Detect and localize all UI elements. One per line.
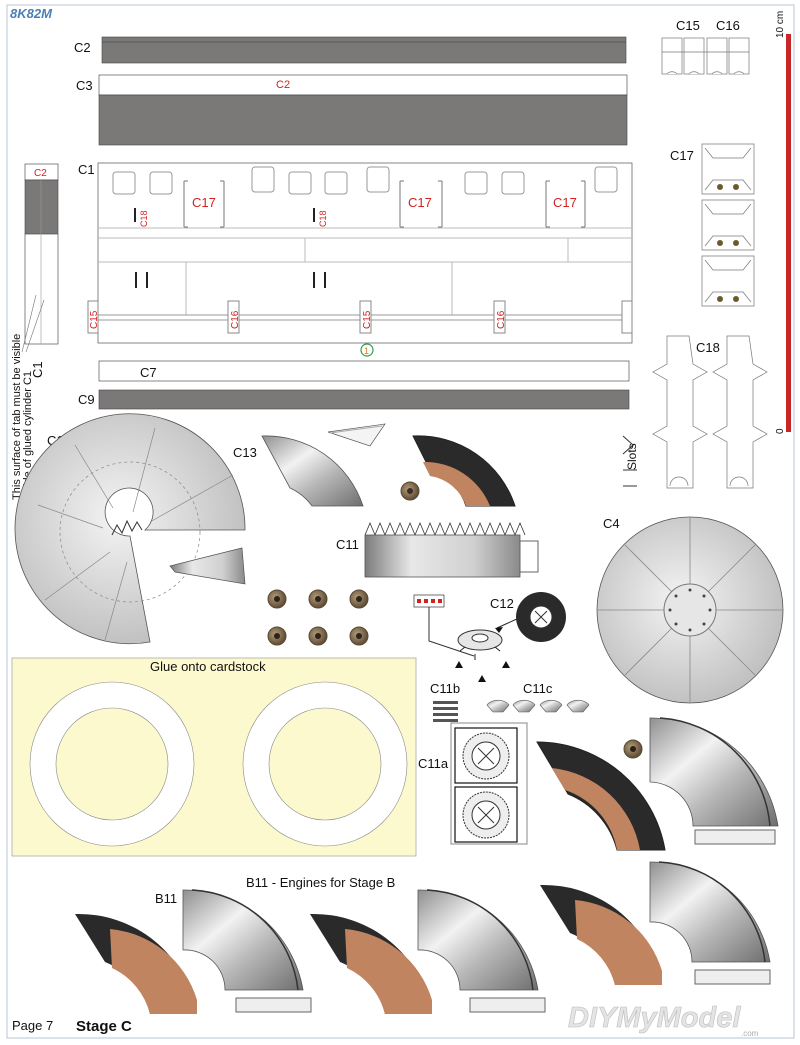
glue-note: Glue onto cardstock	[150, 659, 266, 674]
engine-nozzle-c-main	[536, 739, 666, 851]
small-nozzles	[267, 589, 369, 646]
part-label-c11a: C11a	[418, 756, 449, 771]
c1-mark-c18-b: C18	[318, 210, 328, 227]
step-marker-number: 1	[364, 346, 369, 356]
part-label-c9: C9	[78, 392, 95, 407]
svg-text:inside of glued cylinder C1: inside of glued cylinder C1	[22, 371, 34, 500]
part-label-c11b: C11b	[430, 681, 460, 696]
ruler-top-label: 10 cm	[775, 11, 786, 38]
part-c2-strip	[21, 163, 59, 353]
part-label-c12: C12	[490, 596, 514, 611]
part-label-c4: C4	[603, 516, 620, 531]
part-label-c3: C3	[76, 78, 93, 93]
part-c13	[261, 423, 386, 507]
c1-mark-c15-b: C15	[362, 310, 373, 329]
part-c5	[29, 681, 195, 847]
part-c2-strip-label: C2	[34, 168, 47, 179]
part-label-c16: C16	[716, 18, 740, 33]
c1-mark-c17-c: C17	[553, 195, 577, 210]
model-code: 8K82M	[10, 6, 53, 21]
page-border	[6, 4, 795, 1039]
part-c3-tab	[98, 74, 628, 96]
part-label-b11: B11	[155, 891, 177, 906]
engine-nozzle-b11-c	[540, 884, 662, 985]
part-c11c	[486, 699, 590, 713]
page-number: Page 7	[12, 1018, 53, 1033]
part-label-c7: C7	[140, 365, 157, 380]
part-label-c1: C1	[78, 162, 95, 177]
engine-nozzle-c13	[400, 435, 516, 507]
part-c4	[596, 516, 784, 704]
engine-bell-b11-a	[182, 889, 312, 1013]
c1-mark-c16-a: C16	[230, 310, 241, 329]
part-c15-c16	[661, 37, 750, 75]
c1-mark-c16-b: C16	[496, 310, 507, 329]
part-c11	[364, 521, 539, 578]
engine-bell-b11-b	[417, 889, 546, 1013]
part-c12	[413, 592, 566, 682]
part-label-c15: C15	[676, 18, 700, 33]
part-c10-tab	[169, 547, 246, 585]
slots-label: Slots	[625, 443, 639, 470]
tab-note-c1: C1	[30, 361, 45, 378]
step-marker	[360, 343, 374, 357]
ruler-bottom-label: 0	[775, 428, 786, 434]
c1-mark-c15-a: C15	[89, 310, 100, 329]
svg-text:This surface of tab must be vi: This surface of tab must be visible	[11, 334, 23, 500]
slots-indicator	[622, 435, 637, 487]
part-c3	[98, 94, 628, 146]
part-label-c11: C11	[336, 537, 359, 552]
part-c1	[87, 162, 633, 344]
part-c2	[101, 36, 627, 64]
part-c18-struts	[652, 335, 768, 489]
part-c9	[98, 389, 630, 410]
part-c10	[14, 413, 246, 645]
c1-mark-c17-a: C17	[192, 195, 216, 210]
part-label-c18-right: C18	[696, 340, 720, 355]
engine-bell-b11-c	[649, 861, 771, 985]
engine-nozzle-b11-b	[310, 913, 432, 1014]
brand-suffix: .com	[741, 1029, 759, 1038]
part-c7	[98, 360, 630, 382]
tab-note: This surface of tab must be visible insi…	[11, 334, 34, 500]
part-c17-brackets	[701, 143, 755, 307]
part-c11b	[433, 701, 458, 722]
part-c3-tab-label: C2	[276, 79, 290, 91]
part-label-c17-right: C17	[670, 148, 694, 163]
c1-mark-c18-a: C18	[139, 210, 149, 227]
c17-holes	[717, 184, 739, 302]
engine-bell-c-main	[649, 717, 779, 845]
brand-logo: DIYMyModel	[568, 1002, 741, 1034]
part-c8	[242, 681, 408, 847]
part-label-c2: C2	[74, 40, 91, 55]
part-label-c11c: C11c	[523, 681, 553, 696]
b11-caption: B11 - Engines for Stage B	[246, 875, 395, 890]
part-c11a	[450, 722, 528, 845]
part-label-c13: C13	[233, 445, 257, 460]
stage-label: Stage C	[76, 1018, 132, 1035]
ruler	[786, 34, 791, 432]
c1-mark-c17-b: C17	[408, 195, 432, 210]
engine-nozzle-b11-a	[75, 913, 197, 1014]
